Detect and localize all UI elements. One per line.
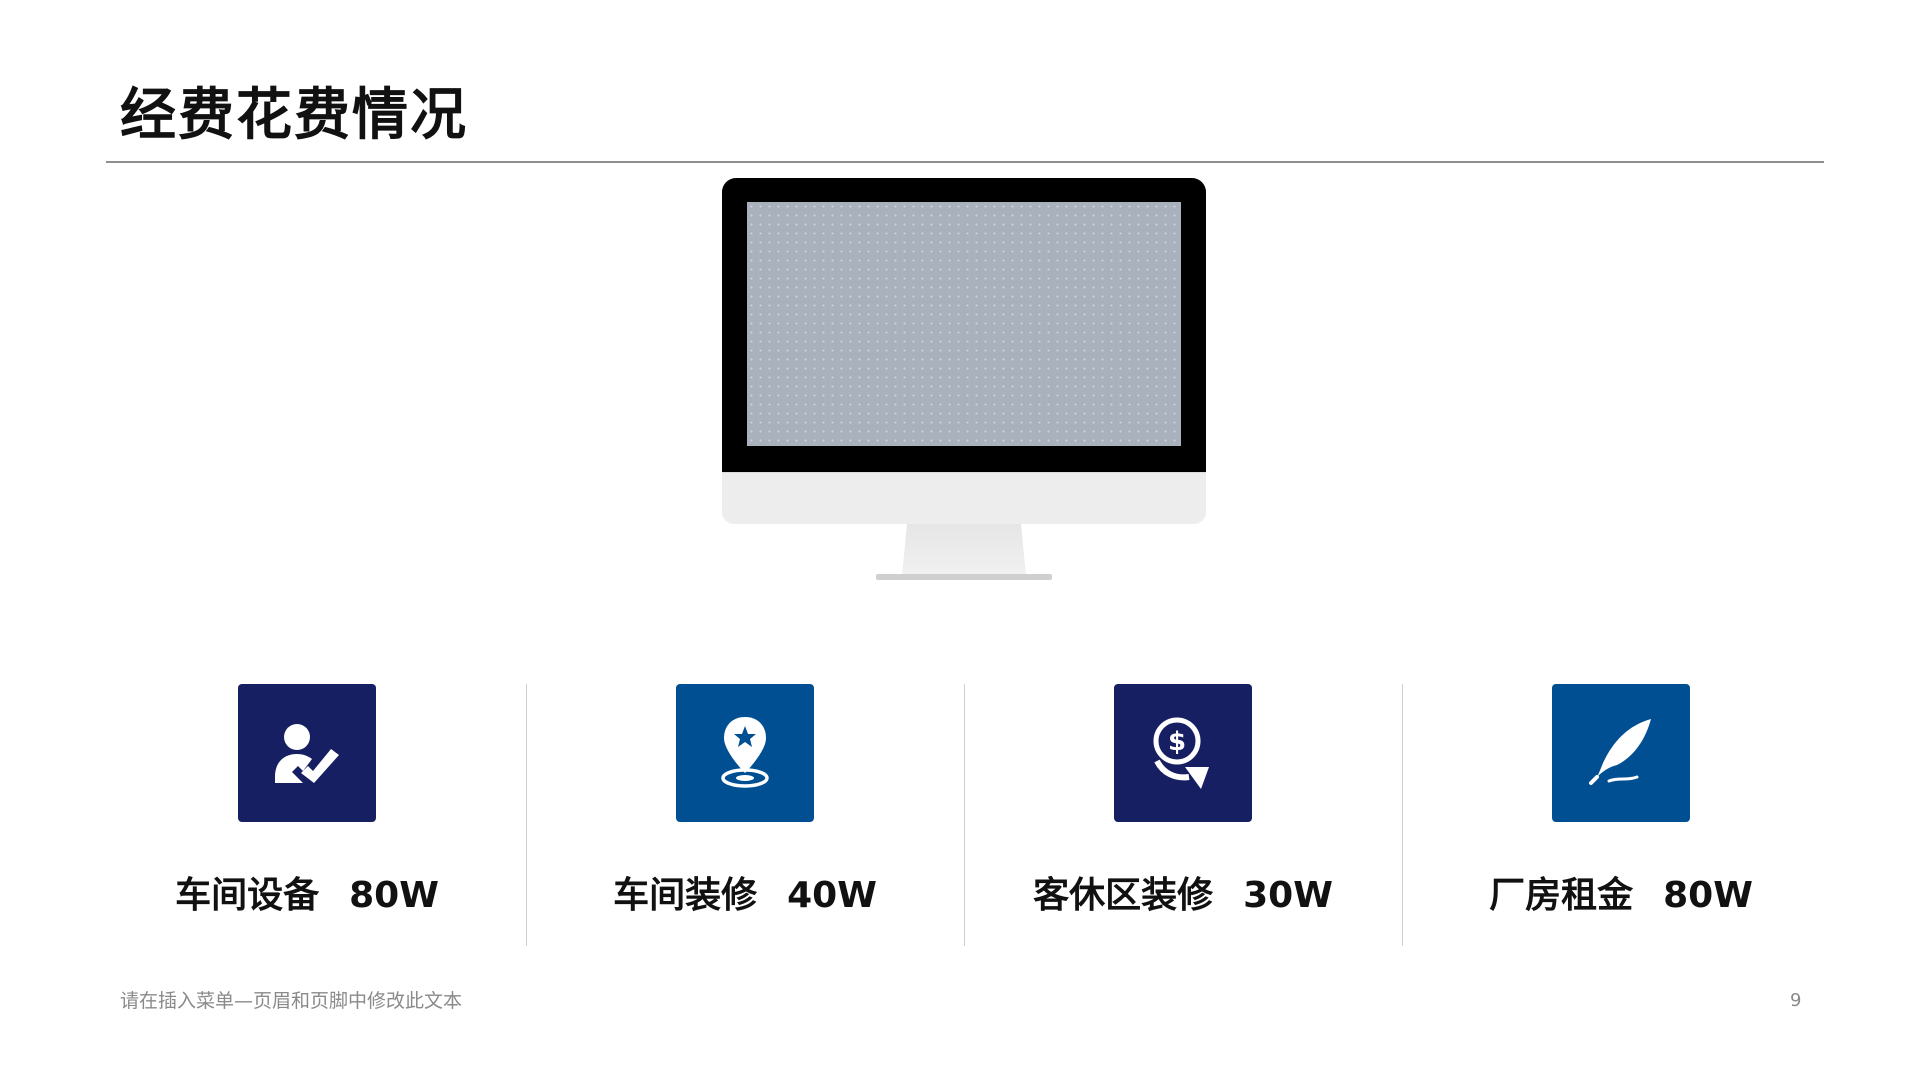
expense-items: 车间设备 80W 车间装修 40W $ [88, 680, 1840, 950]
column-divider [526, 684, 527, 946]
monitor-bezel [722, 178, 1206, 472]
page-number: 9 [1790, 990, 1802, 1011]
title-divider [106, 161, 1824, 163]
expense-item-label: 客休区装修 30W [964, 874, 1402, 917]
monitor-chin [722, 472, 1206, 524]
expense-amount: 80W [349, 875, 439, 916]
icon-tile [238, 684, 376, 822]
expense-amount: 30W [1243, 875, 1333, 916]
dollar-exchange-icon: $ [1153, 717, 1209, 789]
expense-item-label: 车间装修 40W [526, 874, 964, 917]
monitor-screen [747, 202, 1181, 446]
feather-quill-icon [1589, 719, 1651, 785]
icon-tile: $ [1114, 684, 1252, 822]
svg-text:$: $ [1168, 727, 1186, 757]
monitor-base [876, 574, 1052, 580]
expense-amount: 80W [1663, 875, 1753, 916]
expense-item-workshop-renovation: 车间装修 40W [526, 680, 964, 950]
user-check-icon [275, 724, 339, 783]
expense-amount: 40W [787, 875, 877, 916]
footer-text: 请在插入菜单—页眉和页脚中修改此文本 [120, 990, 463, 1012]
expense-name: 客休区装修 [1033, 875, 1214, 916]
monitor-stand [902, 524, 1026, 576]
expense-item-label: 车间设备 80W [88, 874, 526, 917]
expense-item-lounge-renovation: $ 客休区装修 30W [964, 680, 1402, 950]
expense-item-factory-rent: 厂房租金 80W [1402, 680, 1840, 950]
expense-item-workshop-equipment: 车间设备 80W [88, 680, 526, 950]
column-divider [1402, 684, 1403, 946]
location-star-icon [721, 717, 769, 788]
expense-name: 车间设备 [175, 875, 320, 916]
icon-tile [1552, 684, 1690, 822]
expense-name: 车间装修 [613, 875, 758, 916]
monitor-illustration [722, 178, 1206, 586]
page-title: 经费花费情况 [120, 83, 468, 148]
column-divider [964, 684, 965, 946]
icon-tile [676, 684, 814, 822]
expense-item-label: 厂房租金 80W [1402, 874, 1840, 917]
expense-name: 厂房租金 [1489, 875, 1634, 916]
